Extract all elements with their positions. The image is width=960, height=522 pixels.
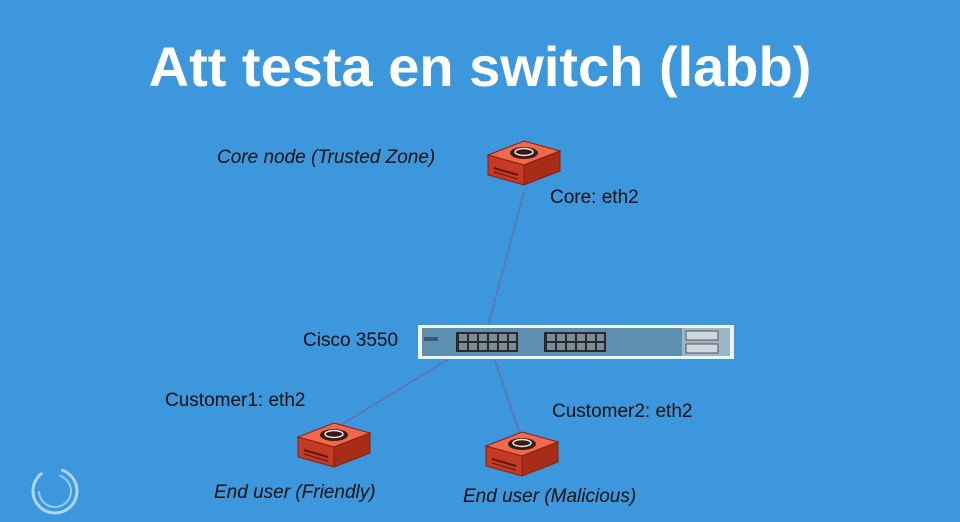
core-interface-label: Core: eth2 bbox=[550, 187, 639, 208]
slide-title: Att testa en switch (labb) bbox=[148, 35, 812, 98]
cisco-switch-icon bbox=[418, 325, 734, 359]
customer2-router-icon bbox=[484, 431, 560, 477]
link-core-switch bbox=[487, 191, 525, 327]
customer1-interface-label: Customer1: eth2 bbox=[165, 390, 306, 411]
circle-logo-icon bbox=[31, 467, 79, 515]
customer2-interface-label: Customer2: eth2 bbox=[552, 401, 693, 422]
link-switch-customer2 bbox=[493, 356, 521, 435]
customer2-node-label: End user (Malicious) bbox=[463, 486, 637, 507]
customer1-router-icon bbox=[296, 422, 372, 468]
core-router-icon bbox=[486, 140, 562, 186]
link-switch-customer1 bbox=[335, 356, 453, 429]
customer1-node-label: End user (Friendly) bbox=[214, 482, 376, 503]
switch-label: Cisco 3550 bbox=[303, 330, 399, 351]
core-node-label: Core node (Trusted Zone) bbox=[217, 147, 436, 168]
